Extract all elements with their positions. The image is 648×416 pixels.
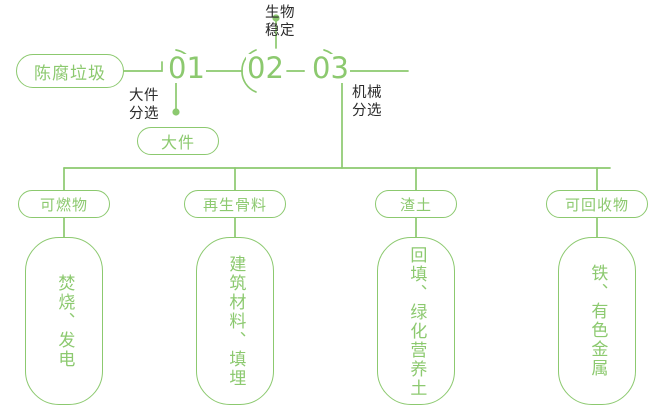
outcome-box-1[interactable]: 焚烧、发电 — [25, 237, 103, 405]
stage-number-03[interactable]: 03 — [311, 51, 350, 85]
stage-number-01[interactable]: 01 — [167, 51, 206, 85]
node-root[interactable]: 陈腐垃圾 — [16, 54, 124, 88]
outcome-box-4-text: 铁、有色金属 — [587, 264, 608, 378]
category-pill-1[interactable]: 可燃物 — [18, 190, 110, 218]
node-bulky-output-label: 大件 — [160, 133, 195, 152]
category-pill-2[interactable]: 再生骨料 — [184, 190, 286, 218]
annotation-stage-01: 大件 分选 — [129, 88, 159, 122]
arc-02-top-left — [241, 49, 257, 72]
category-pill-4-label: 可回收物 — [564, 195, 629, 214]
outcome-box-3[interactable]: 回填、绿化营养土 — [377, 237, 455, 405]
category-pill-1-label: 可燃物 — [39, 195, 88, 214]
arc-02-bottom-left — [241, 70, 257, 93]
annotation-stage-02: 生物 稳定 — [265, 5, 295, 39]
node-root-label: 陈腐垃圾 — [34, 63, 106, 84]
outcome-box-2-text: 建筑材料、填埋 — [225, 254, 246, 388]
category-pill-4[interactable]: 可回收物 — [546, 190, 648, 218]
outcome-box-4[interactable]: 铁、有色金属 — [558, 237, 636, 405]
outcome-box-2[interactable]: 建筑材料、填埋 — [196, 237, 274, 405]
dot-bio-stable — [272, 14, 280, 22]
outcome-box-1-text: 焚烧、发电 — [54, 273, 75, 369]
category-pill-2-label: 再生骨料 — [202, 195, 267, 214]
stage-number-02[interactable]: 02 — [246, 51, 285, 85]
dot-bulky — [172, 108, 180, 116]
wire-root-to-01 — [123, 61, 163, 72]
category-pill-3-label: 渣土 — [399, 195, 432, 214]
annotation-stage-03: 机械 分选 — [352, 85, 382, 119]
outcome-box-3-text: 回填、绿化营养土 — [406, 246, 427, 398]
category-pill-3[interactable]: 渣土 — [375, 190, 457, 218]
node-bulky-output[interactable]: 大件 — [137, 127, 219, 155]
